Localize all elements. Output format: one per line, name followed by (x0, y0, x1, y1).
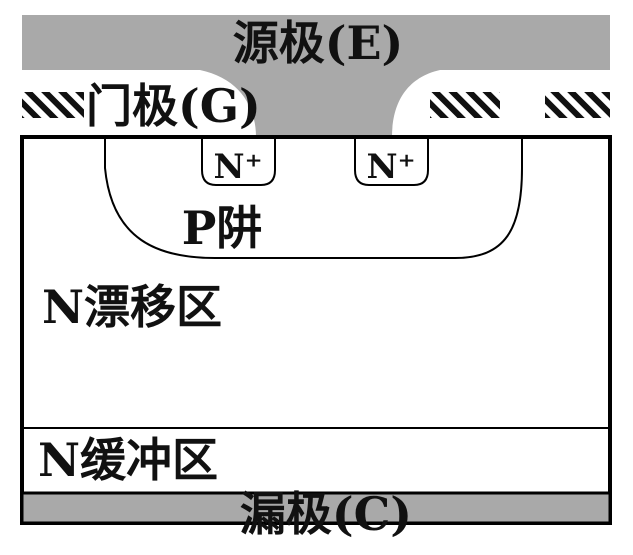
gate-electrode (22, 92, 610, 118)
n-buffer-label: N缓冲区 (38, 433, 218, 487)
source-label: 源极(E) (233, 16, 404, 70)
gate-hatch-center (430, 92, 500, 118)
gate-hatch-right (545, 92, 610, 118)
n-plus-label-left: N⁺ (213, 147, 262, 187)
n-drift-label: N漂移区 (42, 280, 222, 334)
n-plus-region-right (354, 139, 429, 186)
gate-label: 门极(G) (86, 79, 261, 133)
gate-hatch-left (22, 92, 84, 118)
n-plus-region-left (201, 139, 276, 186)
semiconductor-body (20, 135, 612, 525)
p-well-region (104, 139, 523, 259)
drain-electrode (20, 491, 612, 525)
n-plus-label-right: N⁺ (366, 147, 415, 187)
source-electrode (22, 15, 610, 137)
p-well-label: P阱 (182, 201, 263, 255)
drain-label: 漏极(C) (240, 487, 412, 541)
